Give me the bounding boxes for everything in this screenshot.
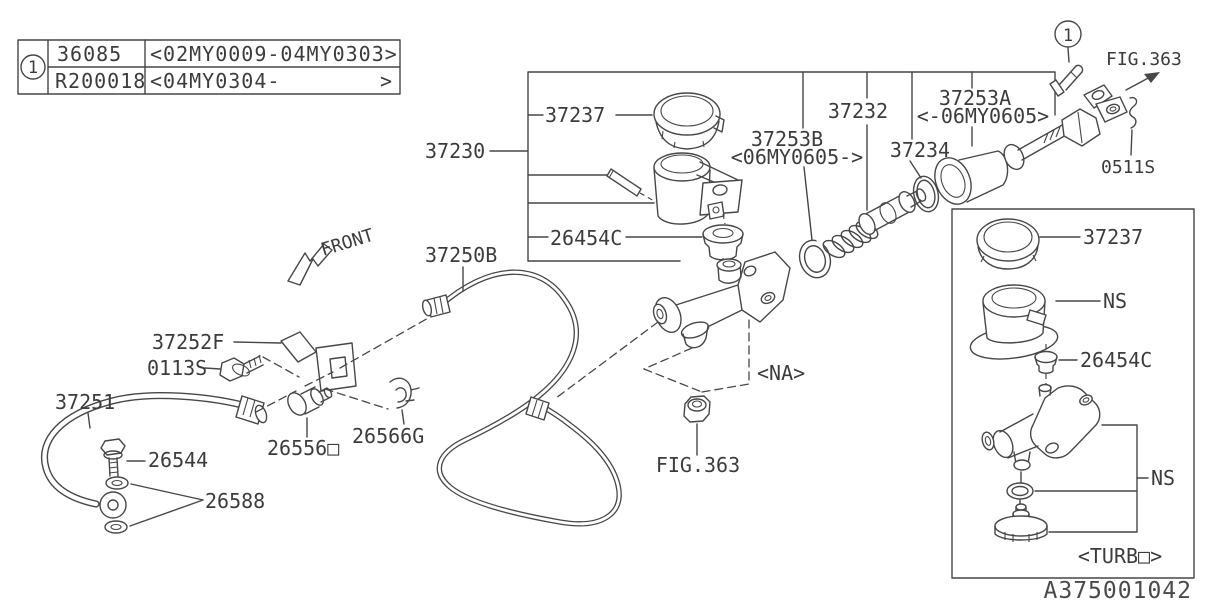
master-cylinder-drawing-na xyxy=(652,251,791,349)
turbo-damper-drawing xyxy=(994,503,1048,542)
turbo-grommet-drawing xyxy=(1034,344,1078,384)
ref-table-number: 1 xyxy=(28,58,38,78)
ref-row1-code: 36085 xyxy=(57,42,122,66)
turbo-cap-drawing xyxy=(976,218,1081,270)
clutch-hose-drawing-37251 xyxy=(41,392,268,519)
spring-clip-drawing-0511S xyxy=(1129,96,1138,156)
damper-drawing-26556 xyxy=(287,386,333,438)
doc-number: A375001042 xyxy=(1044,578,1192,604)
front-direction-arrow xyxy=(287,243,333,286)
leader-bracket-37230 xyxy=(489,71,1056,262)
turbo-master-cylinder-drawing xyxy=(981,383,1101,471)
turbo-panel-border xyxy=(951,208,1195,579)
part-label-26566G: 26566G xyxy=(352,424,424,448)
label-turbo-caption: <TURB□> xyxy=(1078,544,1162,568)
ref-row2-applicability: <04MY0304- xyxy=(150,69,280,93)
part-label-37237-main: 37237 xyxy=(545,103,605,127)
boot-cup-drawing xyxy=(934,150,1009,205)
ref-circle-1 xyxy=(20,54,46,80)
cap-tab xyxy=(713,115,725,133)
push-rod-clevis-drawing xyxy=(1003,84,1128,171)
label-fig363-top: FIG.363 xyxy=(1106,49,1182,70)
hose-bracket-drawing-37252F xyxy=(233,331,357,392)
flare-nut-drawing xyxy=(683,395,711,423)
part-label-37253A: 37253A xyxy=(939,86,1011,110)
part-label-37234: 37234 xyxy=(890,138,950,162)
part-label-37230: 37230 xyxy=(425,139,485,163)
part-label-37253B: 37253B xyxy=(751,127,823,151)
part-label-26454C-turbo: 26454C xyxy=(1080,348,1152,372)
turbo-panel: 37237 NS 26454C xyxy=(951,208,1195,579)
ref-row2-code: R200018 xyxy=(55,69,146,93)
ref-row1-applicability: <02MY0009-04MY0303> xyxy=(150,42,398,66)
callout-1-number: 1 xyxy=(1063,26,1073,46)
label-front: FRONT xyxy=(318,225,376,261)
fig363-arrow-top xyxy=(1125,72,1160,91)
part-label-26454C-main: 26454C xyxy=(550,226,622,250)
part-label-26544: 26544 xyxy=(148,448,208,472)
turbo-o-ring-drawing xyxy=(1006,471,1034,508)
part-label-37253B-range: <06MY0605-> xyxy=(731,145,863,169)
reservoir-drawing-main xyxy=(653,152,743,225)
snap-ring-drawing xyxy=(798,236,832,279)
part-label-37253A-range: <-06MY0605> xyxy=(917,104,1049,128)
ref-table: 1 36085 <02MY0009-04MY0303> R200018 <04M… xyxy=(17,39,401,95)
part-label-37250B: 37250B xyxy=(425,243,497,267)
ref-row2-applicability-close: > xyxy=(380,69,393,93)
banjo-bolt-drawing-26544 xyxy=(100,438,146,477)
clevis-tab-lower xyxy=(1095,96,1128,123)
turbo-reservoir-drawing xyxy=(969,284,1101,360)
part-label-0113S: 0113S xyxy=(147,356,207,380)
part-label-26556: 26556□ xyxy=(267,436,339,460)
part-label-0511S: 0511S xyxy=(1101,157,1155,178)
part-label-37237-turbo: 37237 xyxy=(1083,225,1143,249)
gasket-washers-drawing-26588 xyxy=(104,476,204,534)
label-ns-reservoir: NS xyxy=(1103,289,1127,313)
reservoir-cap-drawing-main xyxy=(653,92,725,150)
part-label-37232: 37232 xyxy=(828,99,888,123)
o-ring-drawing xyxy=(912,175,940,213)
clip-drawing-26566G xyxy=(389,377,420,425)
part-label-26588: 26588 xyxy=(205,489,265,513)
part-label-37251: 37251 xyxy=(55,390,115,414)
clutch-pipe-drawing-37250B xyxy=(421,266,622,527)
clevis-tab-upper xyxy=(1083,84,1113,109)
part-label-37252F: 37252F xyxy=(152,330,224,354)
label-ns-cylinder: NS xyxy=(1151,466,1175,490)
bolt-drawing-0113S xyxy=(204,354,264,382)
assembly-axis-dashes xyxy=(255,316,431,413)
clevis-pin-drawing xyxy=(1049,64,1084,97)
label-fig363-bottom: FIG.363 xyxy=(656,453,740,477)
piston-spring-drawing xyxy=(822,188,927,259)
leader-lines-top-labels xyxy=(802,71,973,241)
na-callout-group xyxy=(555,319,750,456)
turbo-ns-bracket xyxy=(1034,424,1149,533)
roll-pin-drawing xyxy=(606,168,657,203)
banjo-eye xyxy=(99,491,127,519)
callout-circle-1: 1 xyxy=(1054,20,1082,63)
label-na: <NA> xyxy=(757,361,805,385)
